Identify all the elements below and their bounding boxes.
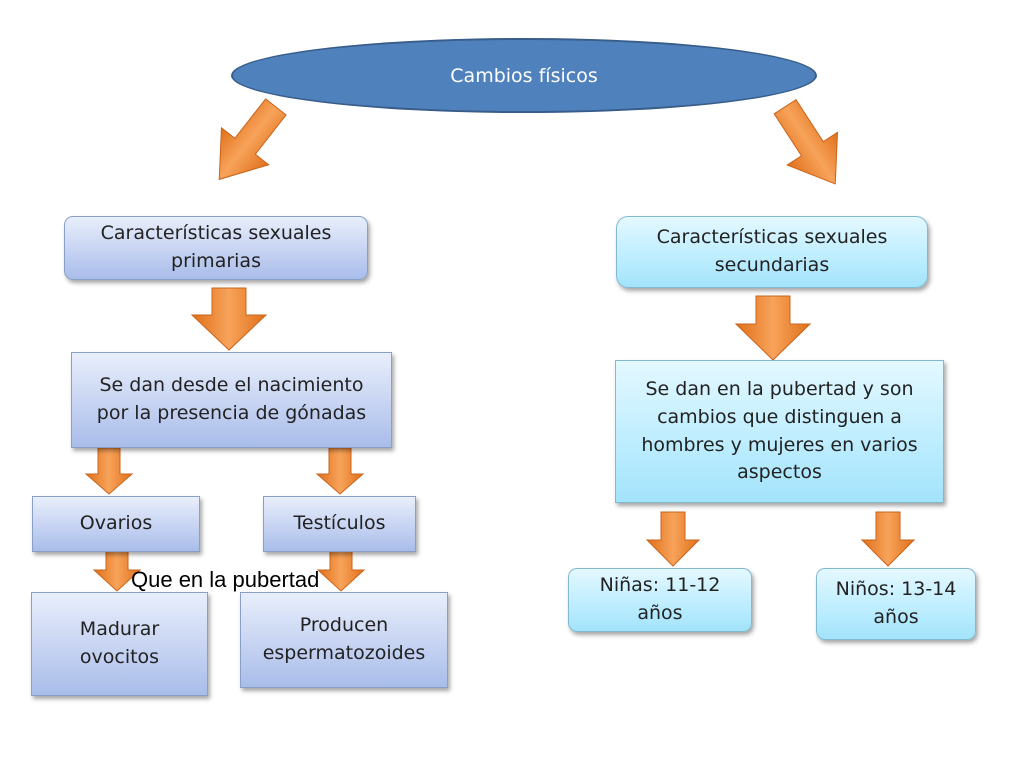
primary-characteristics-label: Características sexuales primarias bbox=[100, 222, 332, 272]
ovaries-label: Ovarios bbox=[79, 512, 153, 535]
primary-description-node: Se dan desde el nacimiento por la presen… bbox=[71, 352, 392, 448]
secondary-description-label: Se dan en la pubertad y son cambios que … bbox=[641, 378, 918, 484]
puberty-annotation: Que en la pubertad bbox=[131, 567, 320, 592]
girls-age-node: Niñas: 11-12 años bbox=[568, 568, 752, 632]
testicles-result-node: Producen espermatozoides bbox=[240, 592, 448, 688]
boys-age-node: Niños: 13-14 años bbox=[816, 568, 976, 640]
root-node-label: Cambios físicos bbox=[450, 64, 598, 87]
arrow-to-girls bbox=[645, 511, 701, 567]
girls-age-label: Niñas: 11-12 años bbox=[599, 574, 721, 624]
testicles-node: Testículos bbox=[263, 496, 416, 552]
testicles-label: Testículos bbox=[293, 512, 386, 535]
primary-description-label: Se dan desde el nacimiento por la presen… bbox=[96, 374, 367, 424]
ovaries-result-label: Madurar ovocitos bbox=[79, 618, 160, 668]
arrow-to-testicles bbox=[315, 447, 365, 495]
secondary-description-node: Se dan en la pubertad y son cambios que … bbox=[615, 360, 944, 503]
arrow-secondary-down bbox=[734, 295, 812, 361]
boys-age-label: Niños: 13-14 años bbox=[835, 578, 957, 628]
primary-characteristics-node: Características sexuales primarias bbox=[64, 216, 368, 280]
arrow-to-ovaries bbox=[84, 447, 134, 495]
root-node-ellipse: Cambios físicos bbox=[231, 38, 817, 113]
secondary-characteristics-node: Características sexuales secundarias bbox=[616, 216, 928, 288]
secondary-characteristics-label: Características sexuales secundarias bbox=[656, 226, 888, 276]
ovaries-result-node: Madurar ovocitos bbox=[31, 592, 208, 696]
testicles-result-label: Producen espermatozoides bbox=[262, 614, 426, 664]
arrow-primary-down bbox=[190, 287, 268, 351]
arrow-root-to-secondary bbox=[773, 99, 839, 185]
arrow-root-to-primary bbox=[218, 98, 287, 181]
ovaries-node: Ovarios bbox=[32, 496, 200, 552]
arrow-to-boys bbox=[860, 511, 916, 567]
